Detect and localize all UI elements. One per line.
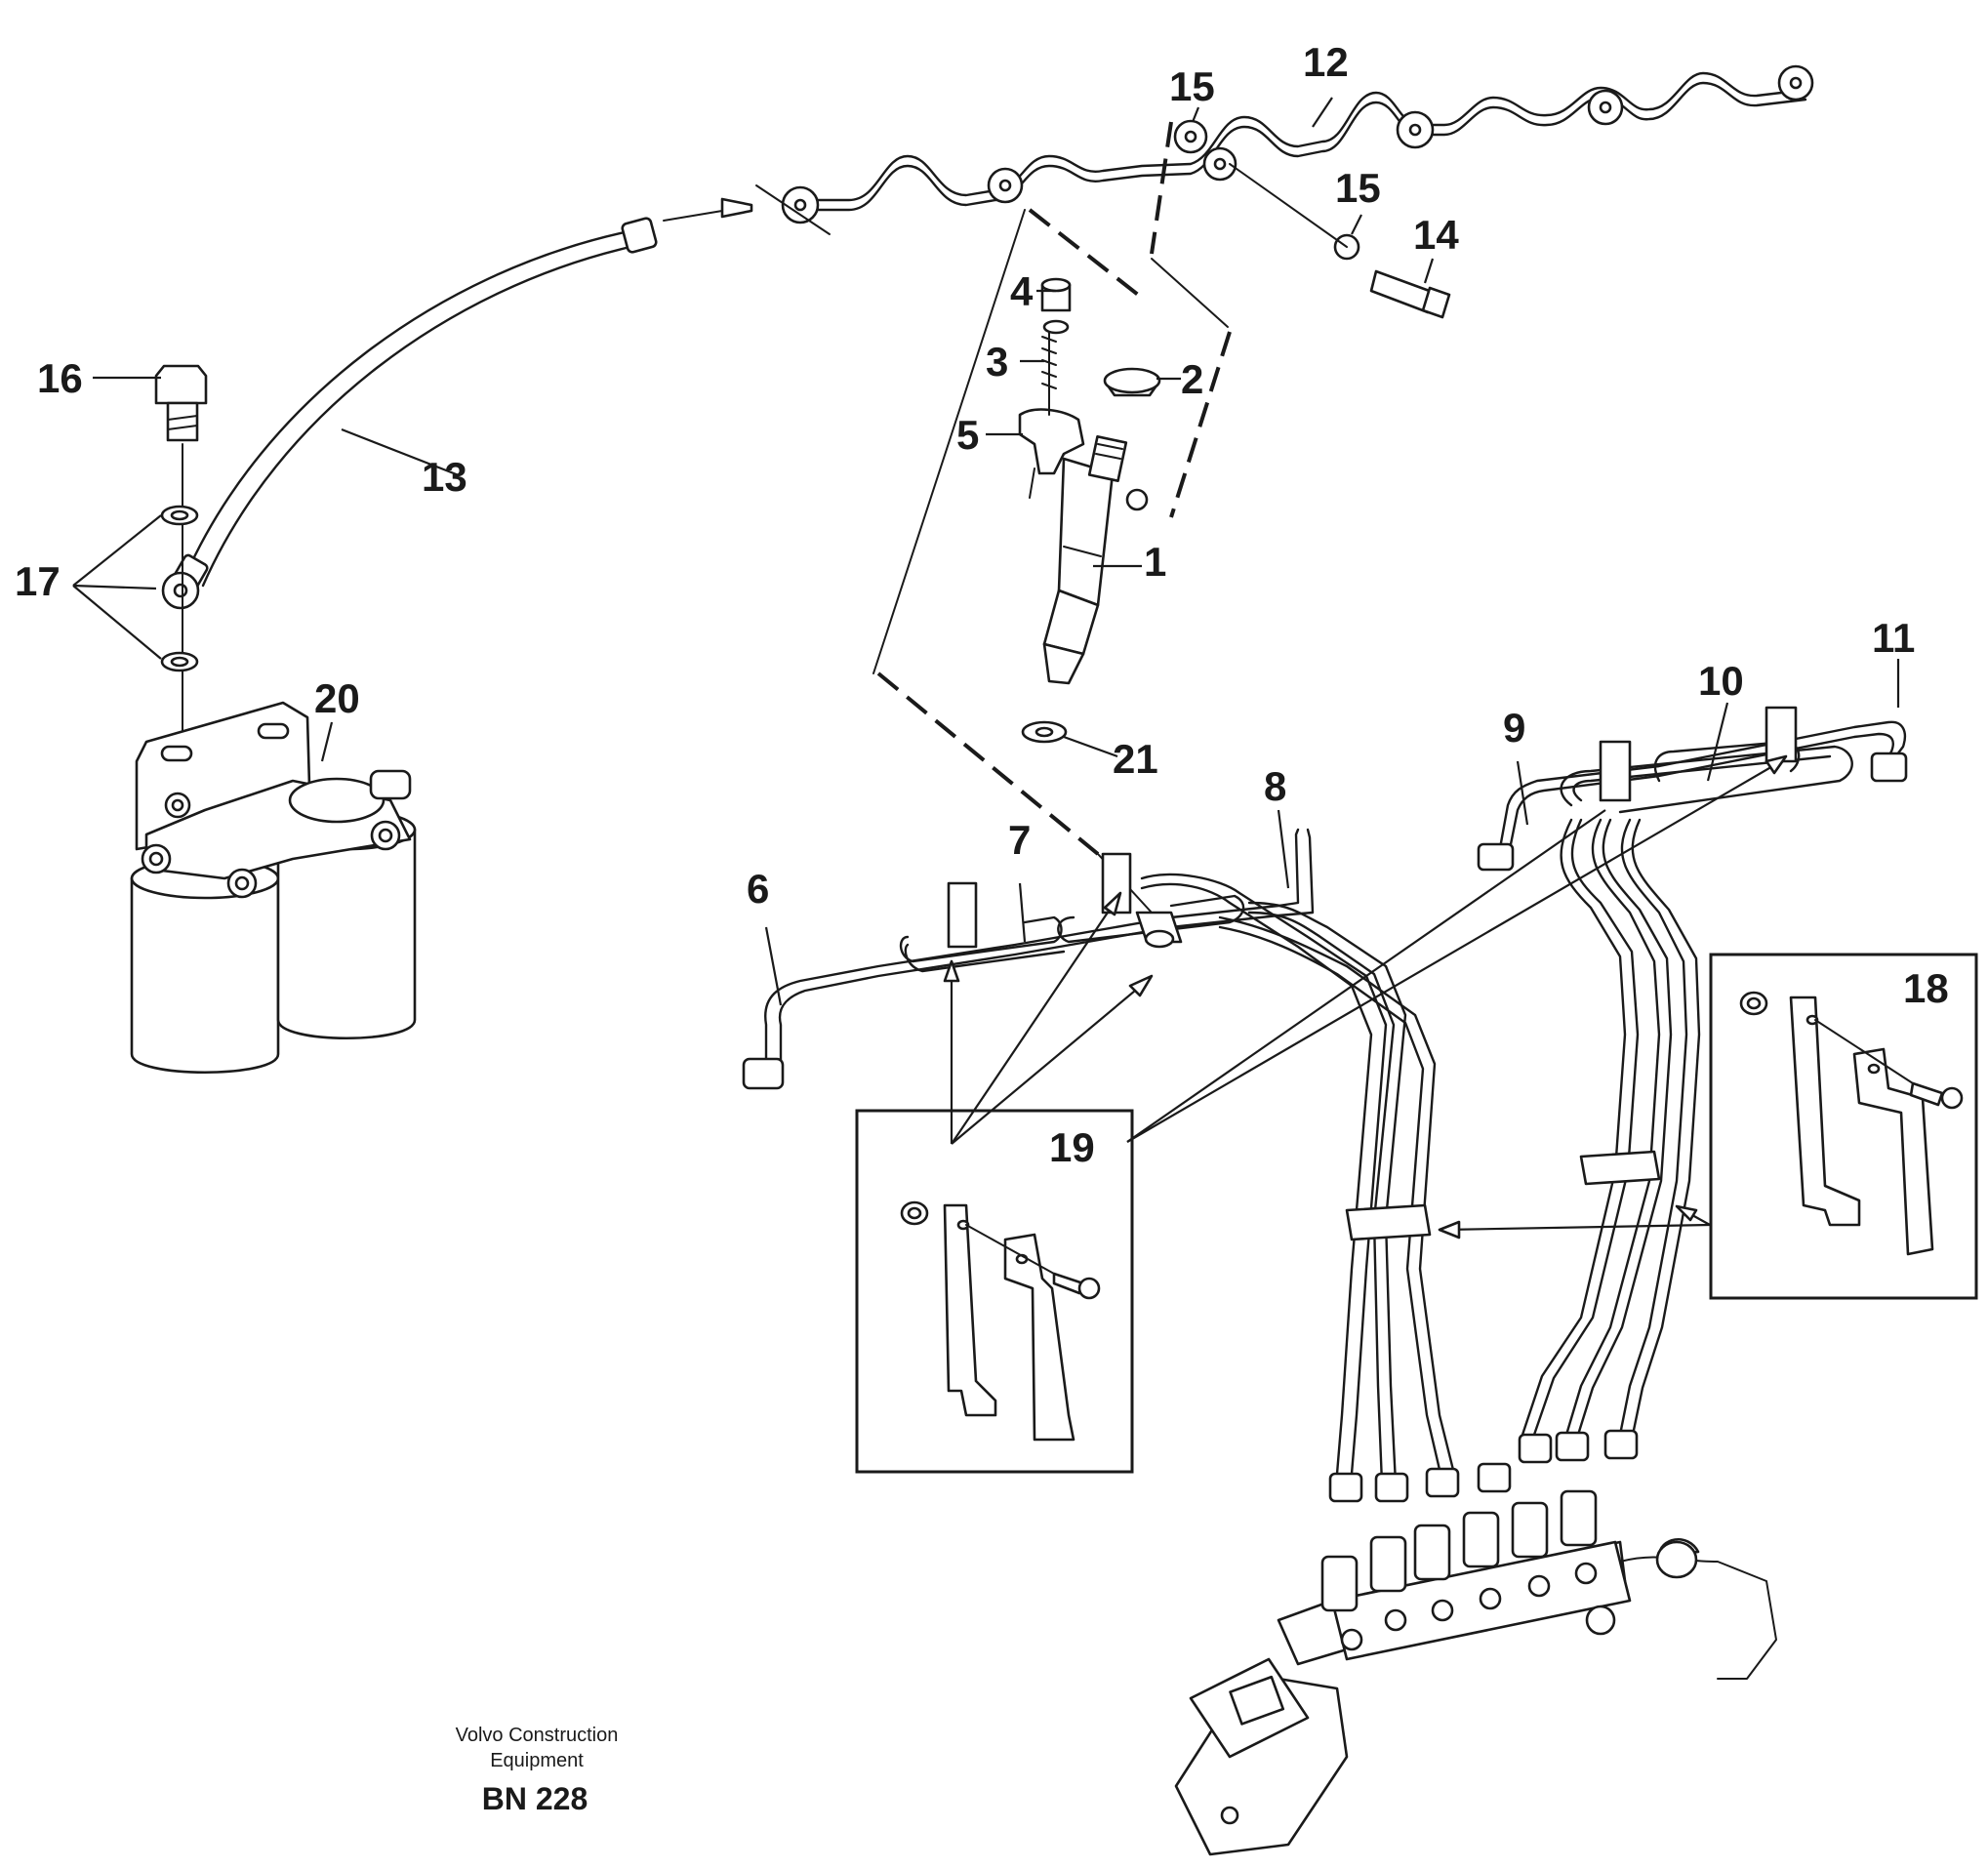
injector-clamp bbox=[1018, 408, 1085, 499]
callout-1: 1 bbox=[1144, 539, 1166, 585]
return-fuel-line bbox=[663, 64, 1814, 235]
callout-21: 21 bbox=[1113, 736, 1158, 782]
callout-3: 3 bbox=[986, 339, 1008, 385]
callout-15b: 15 bbox=[1335, 165, 1381, 211]
copper-washer bbox=[1021, 720, 1068, 744]
sealing-washers bbox=[160, 505, 199, 672]
fuel-injector bbox=[1042, 435, 1149, 685]
footer: Volvo Construction Equipment BN 228 bbox=[456, 1725, 619, 1816]
callout-5: 5 bbox=[956, 412, 979, 458]
delivery-pipes-left bbox=[742, 828, 1456, 1485]
callout-19: 19 bbox=[1049, 1124, 1095, 1170]
callout-18: 18 bbox=[1903, 965, 1949, 1011]
callout-leaders bbox=[72, 97, 1900, 1006]
footer-diagram-code: BN 228 bbox=[482, 1781, 588, 1816]
delivery-pipes-right bbox=[1345, 706, 1908, 1437]
callout-20: 20 bbox=[314, 675, 360, 721]
callout-8: 8 bbox=[1264, 763, 1286, 809]
callout-4: 4 bbox=[1010, 268, 1034, 314]
callout-10: 10 bbox=[1698, 658, 1744, 704]
reference-arrows bbox=[943, 754, 1788, 1240]
callout-labels: 1 2 3 4 5 6 7 8 9 10 11 12 13 14 15 15 1… bbox=[15, 39, 1949, 1170]
callout-15a: 15 bbox=[1169, 63, 1215, 109]
detail-box-clamp-19 bbox=[855, 1109, 1134, 1474]
callout-12: 12 bbox=[1303, 39, 1349, 85]
fuel-hose bbox=[161, 217, 658, 610]
callout-17: 17 bbox=[15, 558, 61, 604]
callout-16: 16 bbox=[37, 355, 83, 401]
clamp-nut bbox=[1040, 277, 1072, 335]
callout-9: 9 bbox=[1503, 705, 1525, 751]
injector-detail-frame bbox=[872, 121, 1232, 914]
injection-pump bbox=[1174, 1489, 1777, 1856]
injector-sleeve bbox=[1103, 367, 1161, 397]
hollow-screw bbox=[1333, 233, 1451, 319]
callout-14: 14 bbox=[1413, 212, 1459, 258]
callout-2: 2 bbox=[1181, 356, 1203, 402]
footer-company-line2: Equipment bbox=[490, 1750, 584, 1771]
callout-11: 11 bbox=[1872, 615, 1915, 661]
fuel-filter bbox=[130, 701, 417, 1074]
callout-13: 13 bbox=[422, 454, 467, 500]
pipe-ends bbox=[1328, 1429, 1639, 1503]
callout-6: 6 bbox=[747, 866, 769, 912]
detail-box-clamp-18 bbox=[1709, 953, 1978, 1300]
clamp-stud bbox=[1041, 331, 1057, 416]
callout-7: 7 bbox=[1008, 817, 1031, 863]
leader-assembly bbox=[1229, 163, 1348, 248]
footer-company-line1: Volvo Construction bbox=[456, 1725, 619, 1746]
